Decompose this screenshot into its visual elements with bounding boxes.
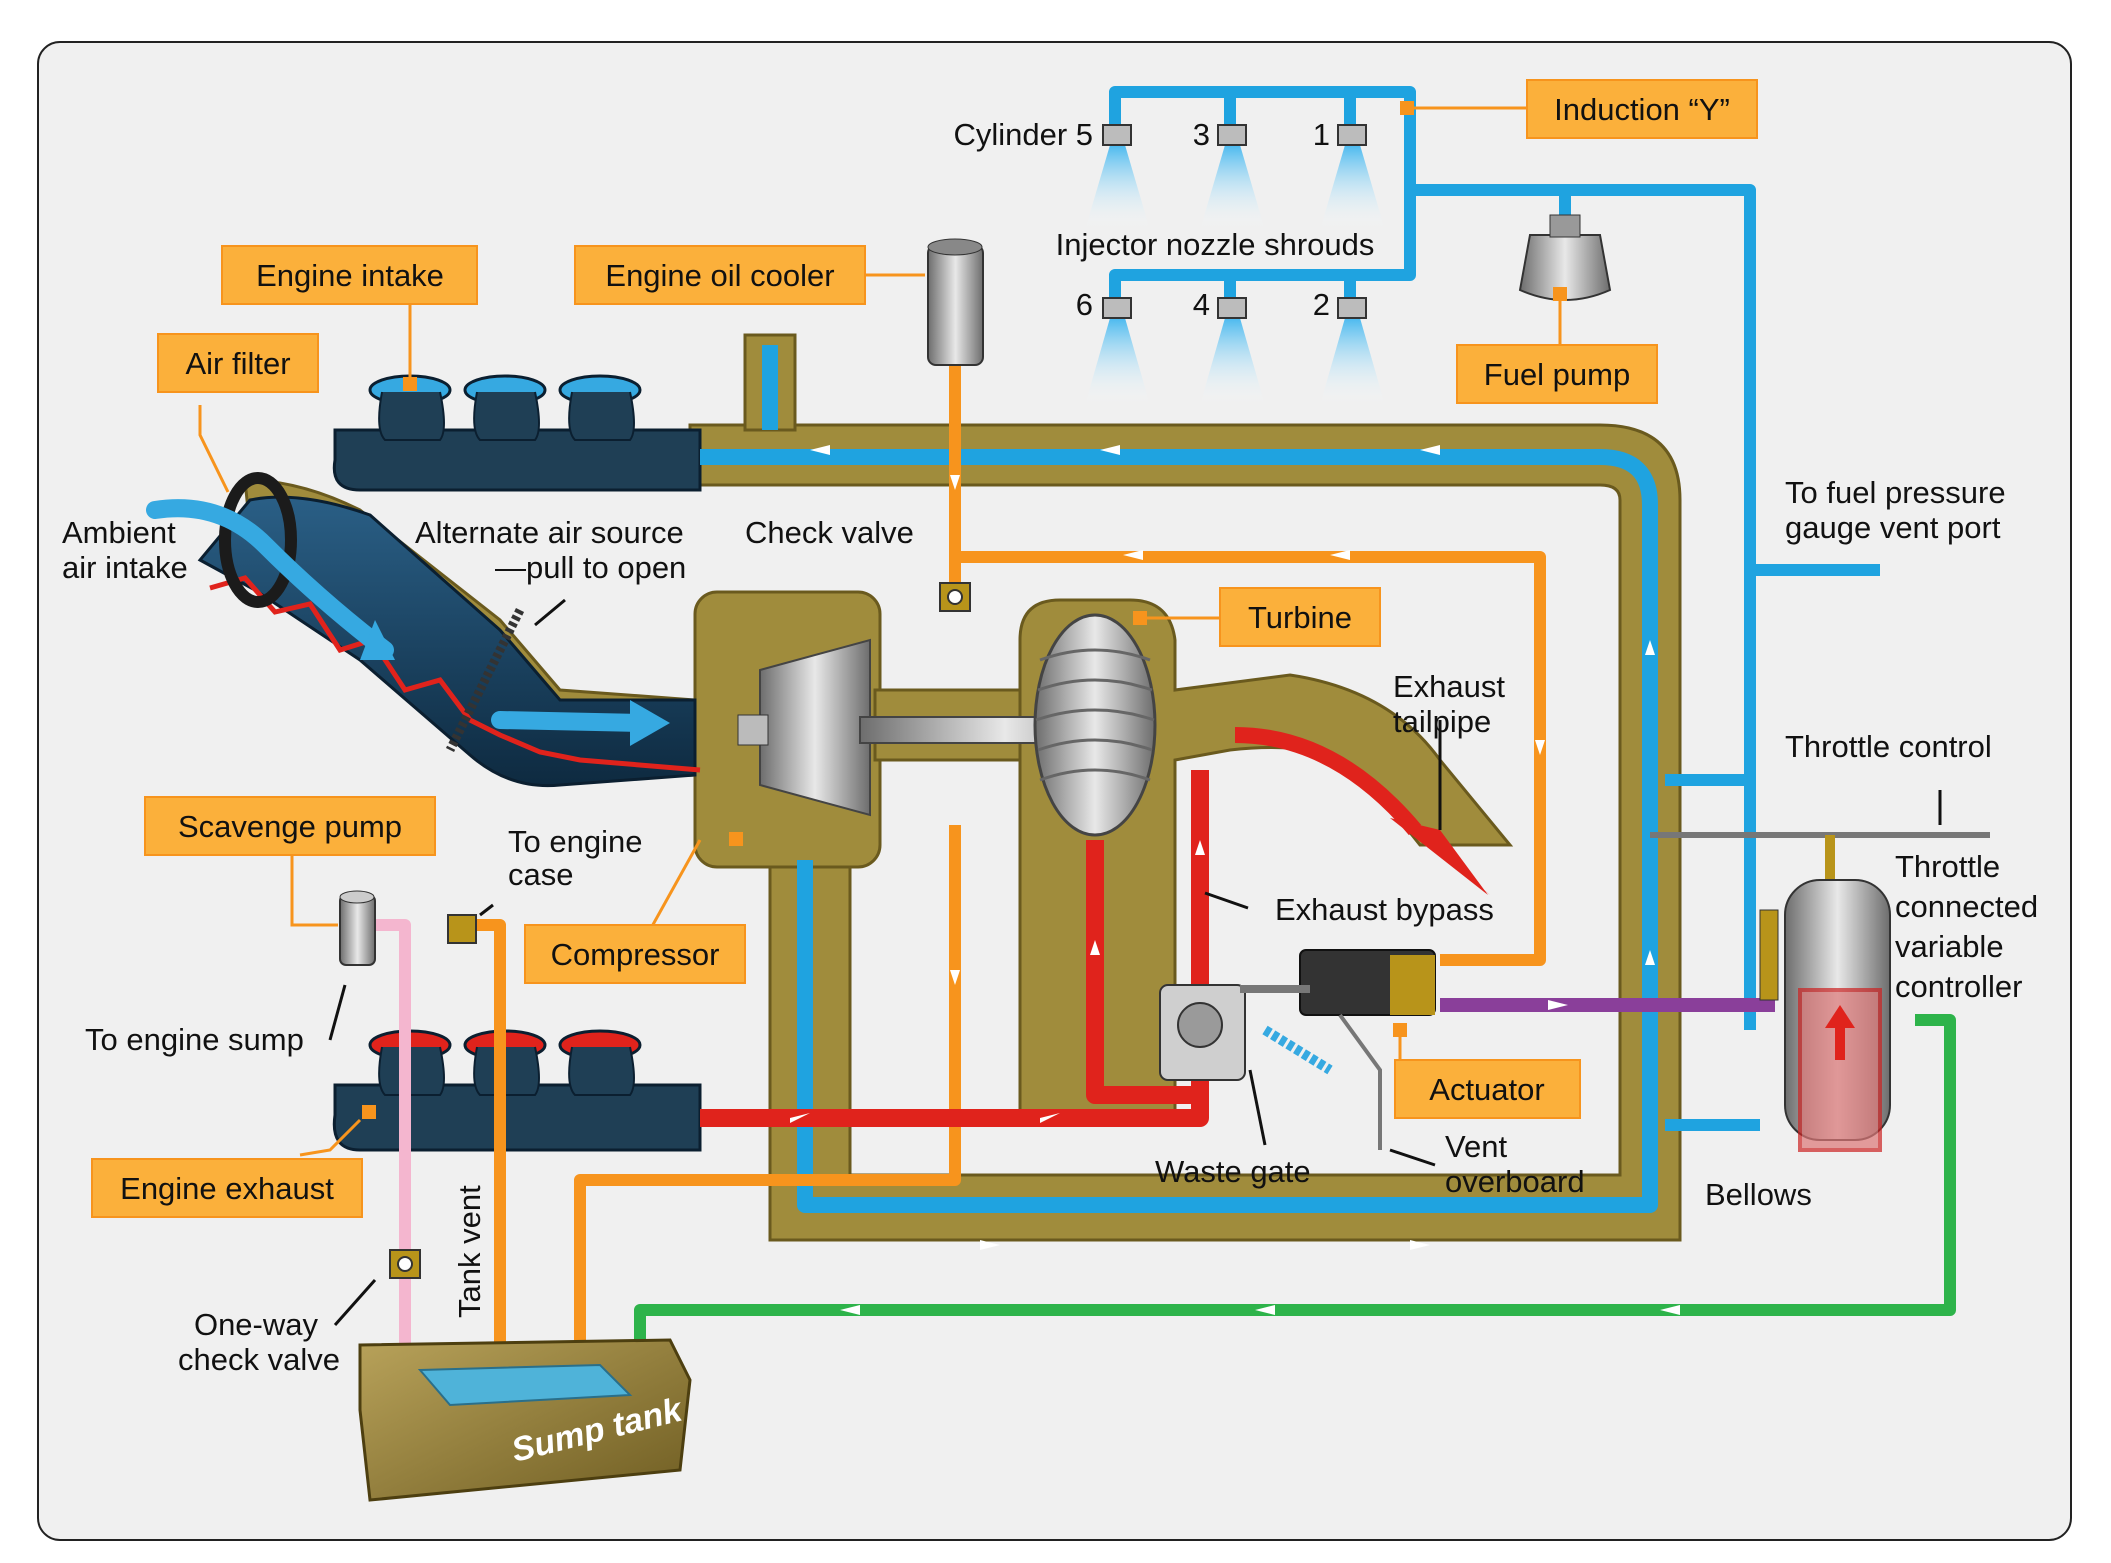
label-ambient-air-intake-1: Ambient (62, 515, 176, 550)
label-induction-y: Induction “Y” (1554, 92, 1730, 127)
label-to-engine-case-2: case (508, 857, 573, 892)
return-line (634, 1014, 1956, 1345)
fuel-pump (1518, 214, 1612, 301)
oil-lines (475, 365, 1546, 1345)
label-actuator: Actuator (1429, 1072, 1544, 1107)
label-engine-exhaust: Engine exhaust (120, 1171, 334, 1206)
label-check-valve: Check valve (745, 515, 914, 550)
label-alternate-air-2: —pull to open (495, 550, 686, 585)
label-throttle-cvc-2: connected (1895, 889, 2038, 924)
alternate-air-door (445, 607, 525, 753)
label-injector-nozzle-shrouds: Injector nozzle shrouds (1056, 227, 1375, 262)
label-cylinder-3: 3 (1193, 117, 1210, 152)
engine-exhaust-manifold (332, 1029, 702, 1152)
label-one-way-2: check valve (178, 1342, 340, 1377)
one-way-valve (389, 1249, 421, 1279)
tailpipe-exhaust-arrow (1234, 727, 1422, 836)
engine-intake-manifold (332, 374, 702, 492)
label-to-engine-sump: To engine sump (85, 1022, 304, 1057)
actuator (1240, 949, 1436, 1016)
scavenge-pump (339, 890, 376, 966)
sump-tank (358, 1338, 692, 1502)
label-throttle-cvc-1: Throttle (1895, 849, 2000, 884)
label-tank-vent: Tank vent (452, 1185, 487, 1318)
label-throttle-control: Throttle control (1785, 729, 1992, 764)
label-compressor: Compressor (551, 937, 720, 972)
label-fuel-pressure-2: gauge vent port (1785, 510, 2001, 545)
label-cylinder-2: 2 (1313, 287, 1330, 322)
label-exhaust-bypass: Exhaust bypass (1275, 892, 1494, 927)
label-engine-intake: Engine intake (256, 258, 444, 293)
flow-arrows (790, 445, 1680, 1315)
label-air-filter: Air filter (185, 346, 290, 381)
label-alternate-air-1: Alternate air source (415, 515, 684, 550)
turbine-wheel (1033, 613, 1157, 837)
label-ambient-air-intake-2: air intake (62, 550, 188, 585)
label-cylinder-4: 4 (1193, 287, 1210, 322)
induction-lines (700, 345, 1658, 1213)
label-box-anchors (362, 101, 1567, 1119)
label-throttle-cvc-4: controller (1895, 969, 2023, 1004)
label-one-way-1: One-way (194, 1307, 319, 1342)
label-vent-overboard-2: overboard (1445, 1164, 1585, 1199)
label-cylinder-6: 6 (1076, 287, 1093, 322)
label-turbine: Turbine (1248, 600, 1352, 635)
label-engine-oil-cooler: Engine oil cooler (605, 258, 834, 293)
label-cylinder-1: 1 (1313, 117, 1330, 152)
vent-overboard-line (1338, 1013, 1382, 1150)
label-vent-overboard-1: Vent (1445, 1129, 1507, 1164)
injector-nozzles (1085, 124, 1385, 405)
air-filter-ring (219, 472, 297, 608)
label-scavenge-pump: Scavenge pump (178, 809, 402, 844)
label-fuel-pressure-1: To fuel pressure (1785, 475, 2006, 510)
scavenge-line (375, 919, 411, 1345)
label-exhaust-tailpipe-1: Exhaust (1393, 669, 1505, 704)
exhaust-lines (700, 770, 1209, 1127)
waste-gate (1159, 984, 1333, 1081)
compressor-impeller (737, 638, 871, 817)
label-cylinder-5: Cylinder 5 (953, 117, 1093, 152)
label-to-engine-case-1: To engine (508, 824, 642, 859)
label-boxes (91, 79, 1758, 1218)
intake-flow-arrow (491, 711, 649, 732)
oil-cooler (927, 238, 984, 366)
engine-case-fitting (447, 914, 477, 944)
variable-pressure-controller (1759, 879, 1891, 1152)
label-bellows: Bellows (1705, 1177, 1812, 1212)
ambient-air-arrow (146, 499, 394, 659)
label-fuel-pump: Fuel pump (1484, 357, 1630, 392)
label-waste-gate: Waste gate (1155, 1154, 1311, 1189)
fuel-lines (1109, 86, 1880, 1131)
label-throttle-cvc-3: variable (1895, 929, 2004, 964)
air-filter-zigzag (209, 575, 701, 773)
black-leader-lines (328, 598, 1942, 1326)
label-exhaust-tailpipe-2: tailpipe (1393, 704, 1491, 739)
